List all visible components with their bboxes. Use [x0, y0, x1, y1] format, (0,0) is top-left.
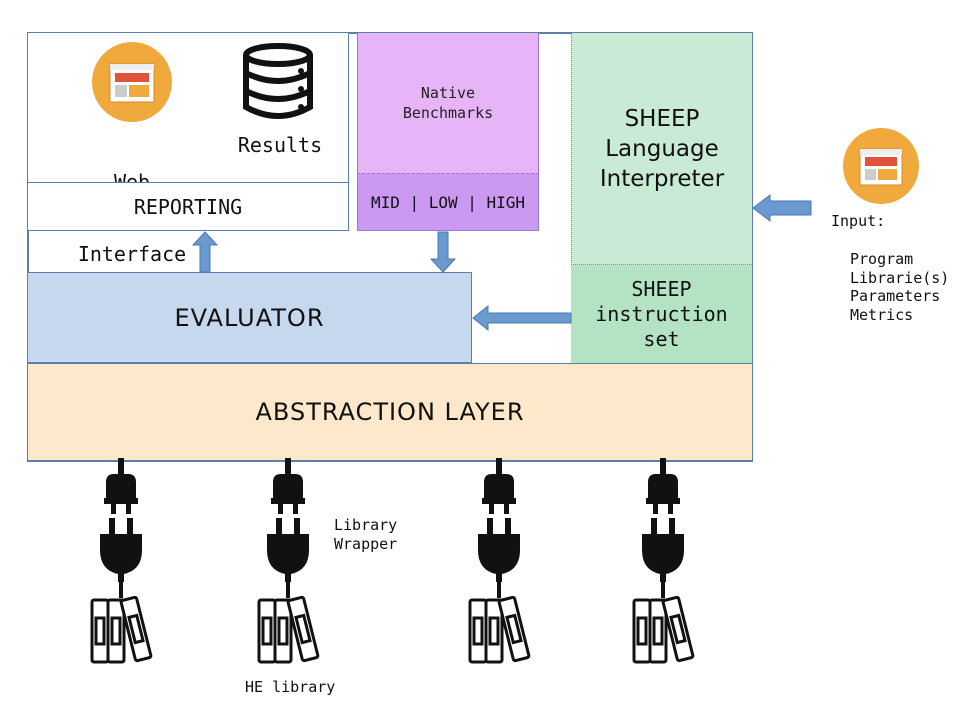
- plug-stack-2: [257, 458, 320, 664]
- books-icon: [468, 595, 531, 664]
- plug-icon: [100, 518, 142, 598]
- browser-icon: [92, 42, 172, 122]
- plug-icon: [642, 518, 684, 598]
- input-title: Input:: [831, 212, 886, 230]
- arrow-native-to-evaluator: [430, 231, 456, 273]
- books-icon: [90, 595, 153, 664]
- plug-stack-4: [632, 458, 695, 664]
- native-benchmarks-line2: Benchmarks: [402, 104, 494, 122]
- plug-stack-3: [468, 458, 531, 664]
- input-item-libraries: Librarie(s): [850, 268, 950, 287]
- sheep-instr-line1: SHEEP: [631, 276, 692, 301]
- plug-icon: [478, 518, 520, 598]
- library-wrapper-label: Library Wrapper: [334, 516, 397, 554]
- plug-icon: [267, 518, 309, 598]
- database-icon: [243, 43, 313, 119]
- input-item-program: Program: [850, 250, 914, 268]
- sheep-interpreter-line2: Language: [605, 135, 719, 162]
- input-item-parameters: Parameters: [850, 287, 941, 305]
- input-item-metrics: Metrics: [850, 305, 914, 324]
- library-wrapper-line2: Wrapper: [334, 535, 398, 553]
- plug-stack-1: [90, 458, 153, 664]
- native-benchmarks-box: Native Benchmarks: [357, 33, 539, 173]
- he-library-label: HE library: [245, 678, 336, 696]
- arrow-input-to-interpreter: [752, 193, 812, 223]
- native-benchmarks-line1: Native: [420, 84, 476, 102]
- abstraction-layer: ABSTRACTION LAYER: [28, 363, 752, 460]
- arrow-instruction-set-to-evaluator: [472, 304, 572, 332]
- books-icon: [257, 595, 320, 664]
- sheep-instruction-set: SHEEP instruction set: [571, 265, 752, 363]
- sheep-instr-line2: instruction: [595, 301, 728, 326]
- sheep-language-interpreter: SHEEP Language Interpreter: [571, 33, 752, 265]
- input-list: Program Librarie(s) Parameters Metrics: [850, 250, 949, 324]
- input-browser-icon: [843, 128, 919, 204]
- sheep-instr-line3: set: [643, 326, 680, 351]
- socket-plug-icon: [482, 458, 516, 514]
- socket-plug-icon: [104, 458, 138, 514]
- sheep-interpreter-line3: Interpreter: [599, 165, 725, 192]
- evaluator-box: EVALUATOR: [28, 272, 472, 363]
- sheep-interpreter-line1: SHEEP: [624, 105, 700, 132]
- library-wrapper-line1: Library: [334, 516, 398, 534]
- native-benchmark-levels: MID | LOW | HIGH: [357, 173, 539, 231]
- socket-plug-icon: [271, 458, 305, 514]
- books-icon: [632, 595, 695, 664]
- reporting-label: REPORTING: [28, 182, 349, 231]
- socket-plug-icon: [646, 458, 680, 514]
- arrow-evaluator-to-reporting: [192, 231, 218, 273]
- reporting-panel: [28, 33, 349, 182]
- web-interface-line2: Interface: [77, 242, 187, 266]
- results-label: Results: [237, 133, 323, 157]
